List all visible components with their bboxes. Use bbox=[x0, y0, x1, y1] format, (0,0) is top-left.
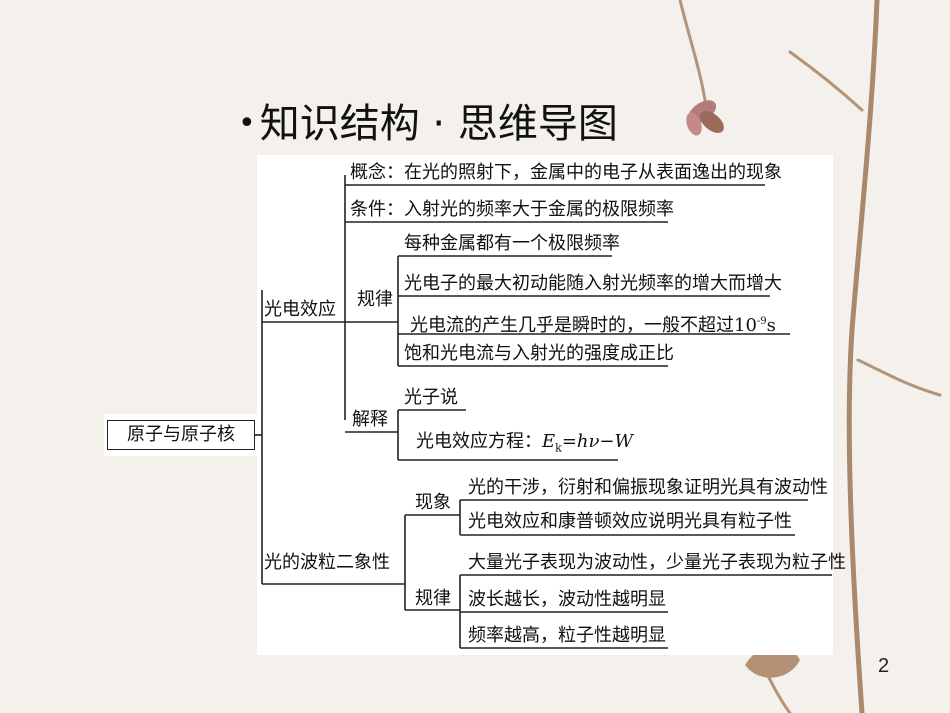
node-photoelectric: 光电效应 bbox=[264, 299, 336, 320]
slide-title: •知识结构 · 思维导图 bbox=[238, 96, 618, 152]
node-law-1: 每种金属都有一个极限频率 bbox=[404, 233, 620, 254]
twig-branch-lower bbox=[856, 358, 942, 397]
node-duality-law-label: 规律 bbox=[415, 588, 451, 609]
twig-branch-top bbox=[678, 0, 707, 102]
twig-branch-side bbox=[788, 50, 864, 112]
node-duality-law-1: 大量光子表现为波动性，少量光子表现为粒子性 bbox=[468, 552, 846, 573]
node-law-3: 光电流的产生几乎是瞬时的，一般不超过10-9s bbox=[410, 311, 776, 337]
slide-title-text: 知识结构 · 思维导图 bbox=[259, 101, 618, 147]
node-law-3-unit: s bbox=[766, 315, 776, 336]
root-node: 原子与原子核 bbox=[107, 420, 255, 450]
bullet-icon: • bbox=[238, 106, 256, 141]
node-equation: 光电效应方程：Ek=hν−W bbox=[416, 431, 633, 460]
dried-flower bbox=[686, 100, 724, 136]
node-law-label: 规律 bbox=[357, 289, 393, 310]
node-phenomena-1: 光的干涉，衍射和偏振现象证明光具有波动性 bbox=[468, 477, 828, 498]
mindmap-panel bbox=[257, 155, 833, 655]
node-duality: 光的波粒二象性 bbox=[264, 552, 390, 573]
node-photon: 光子说 bbox=[404, 387, 458, 408]
node-duality-law-3: 频率越高，粒子性越明显 bbox=[468, 625, 666, 646]
node-phenomena-label: 现象 bbox=[415, 492, 451, 513]
page-number: 2 bbox=[878, 655, 890, 677]
node-condition: 条件：入射光的频率大于金属的极限频率 bbox=[350, 199, 674, 220]
twig-branch-main bbox=[846, 0, 880, 713]
equation-label: 光电效应方程： bbox=[416, 431, 542, 452]
node-concept: 概念：在光的照射下，金属中的电子从表面逸出的现象 bbox=[350, 162, 782, 183]
equation-E: E bbox=[542, 431, 556, 452]
equation-rest: =hν−W bbox=[561, 431, 634, 452]
node-law-2: 光电子的最大初动能随入射光频率的增大而增大 bbox=[404, 273, 782, 294]
node-law-3-text: 光电流的产生几乎是瞬时的，一般不超过10 bbox=[410, 315, 757, 336]
node-explain-label: 解释 bbox=[352, 409, 388, 430]
equation-k: k bbox=[555, 441, 562, 455]
node-law-4: 饱和光电流与入射光的强度成正比 bbox=[404, 343, 674, 364]
node-duality-law-2: 波长越长，波动性越明显 bbox=[468, 589, 666, 610]
node-law-3-exponent: -9 bbox=[756, 316, 767, 327]
node-phenomena-2: 光电效应和康普顿效应说明光具有粒子性 bbox=[468, 511, 792, 532]
